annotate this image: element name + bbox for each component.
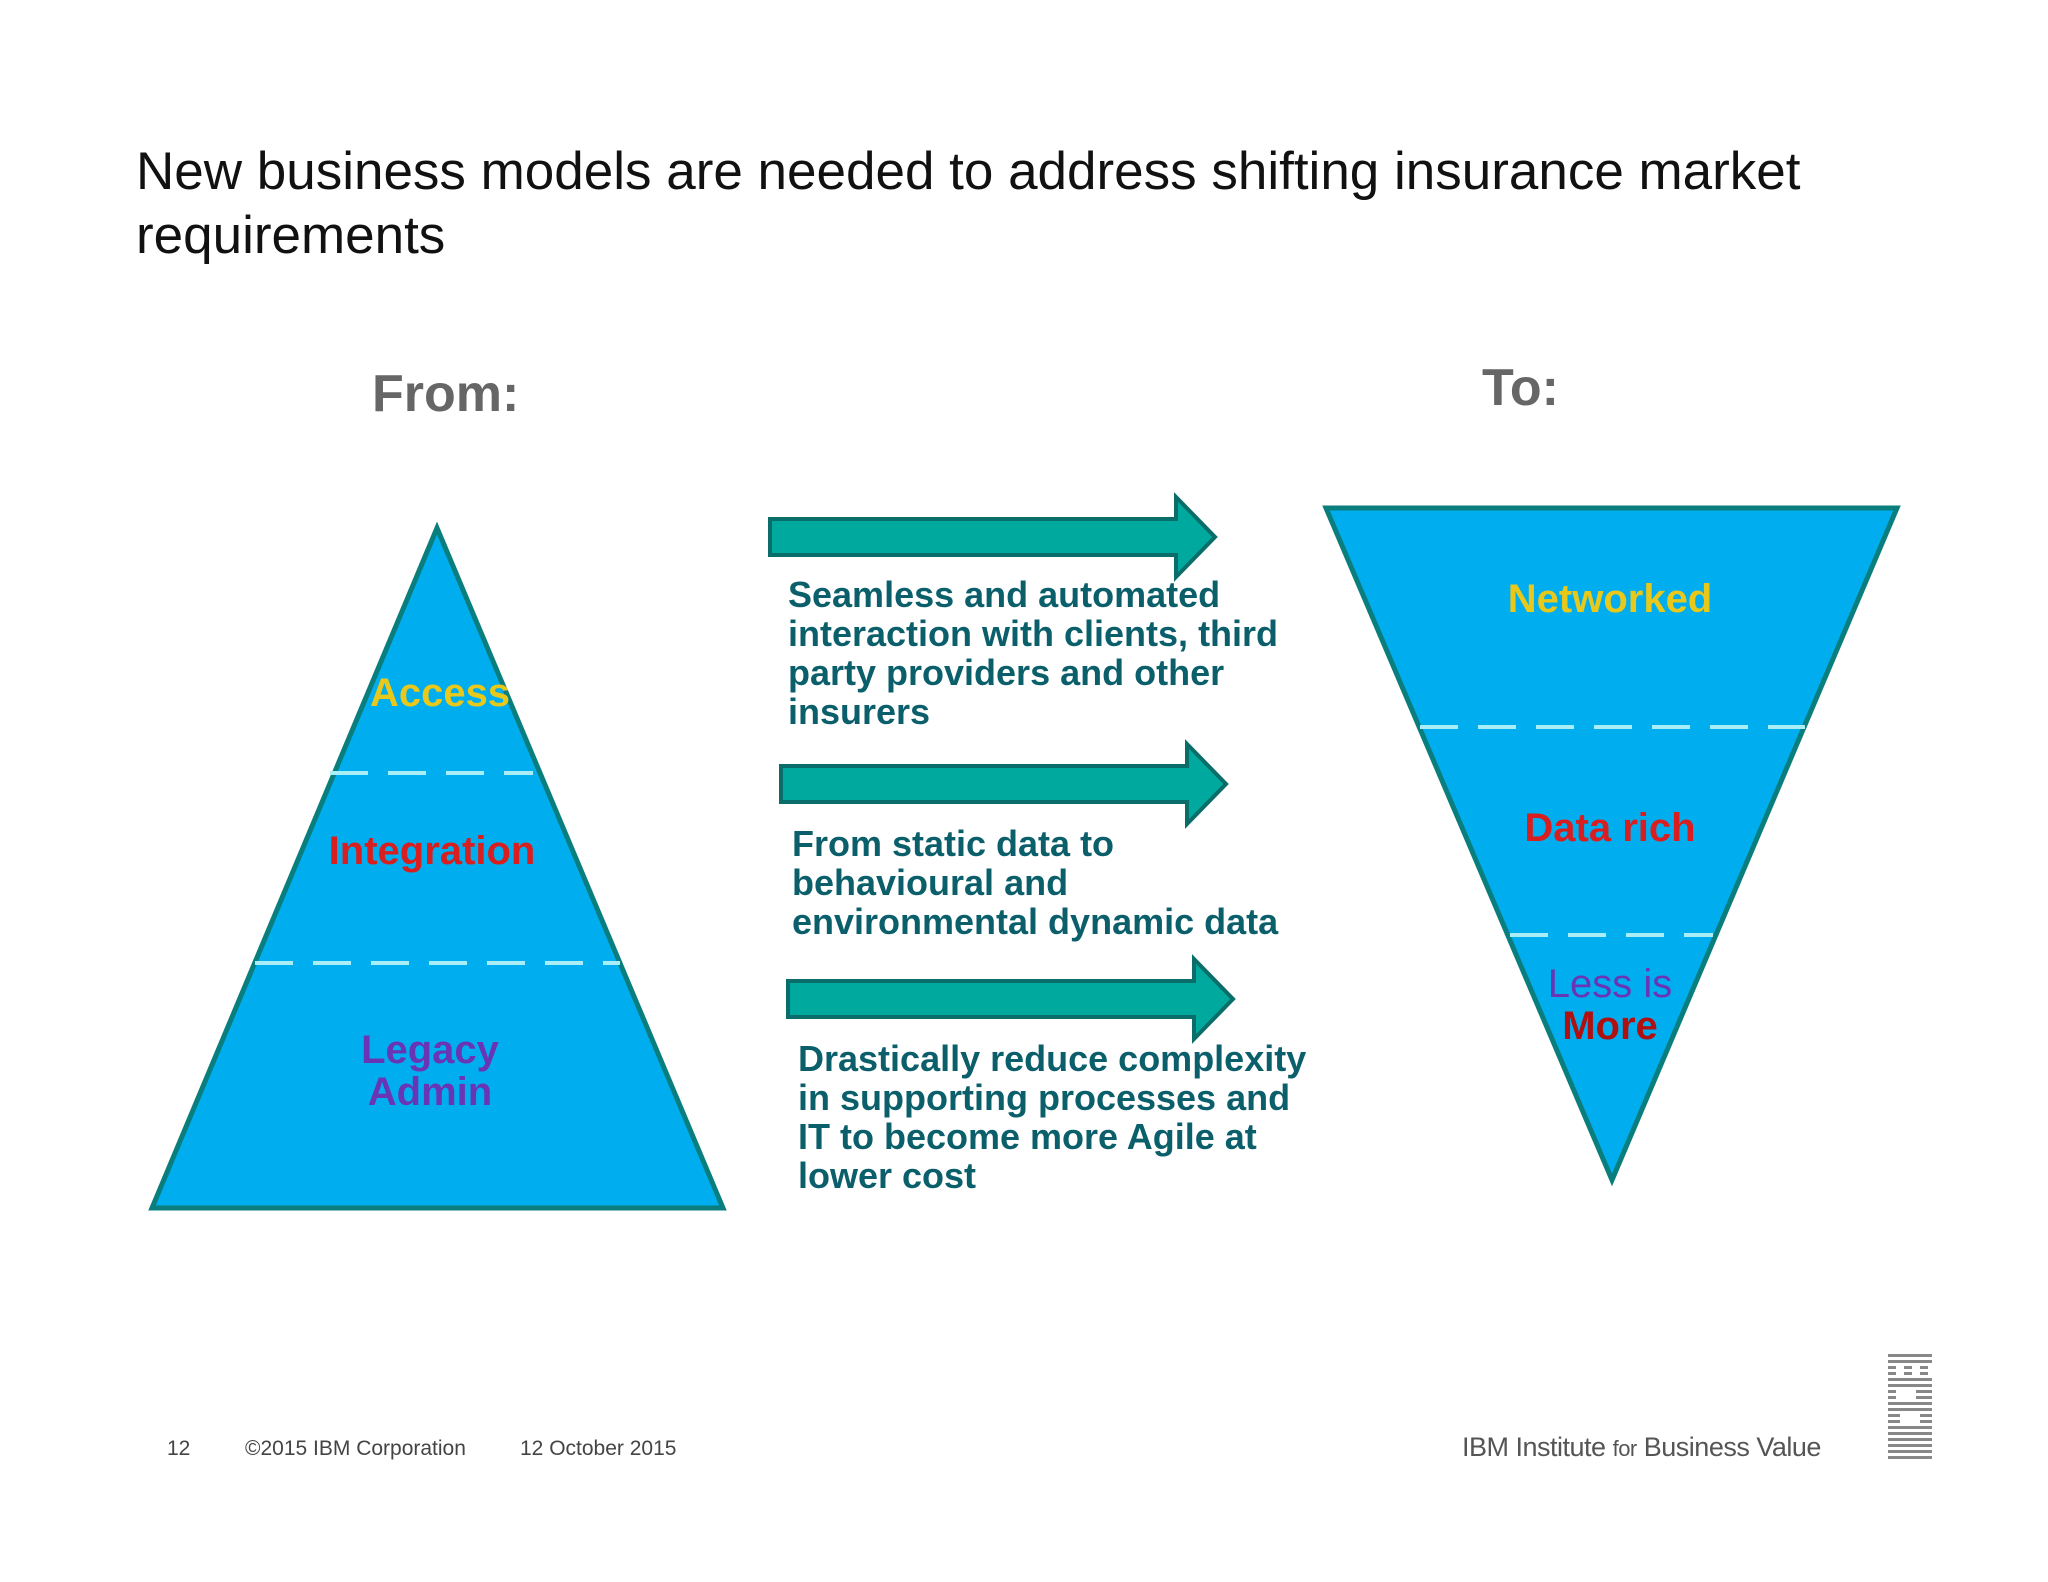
transition-arrow-1	[768, 492, 1218, 582]
description-line: interaction with clients, third	[788, 613, 1279, 654]
pyramid-label-integration: Integration	[282, 830, 582, 872]
footer-date: 12 October 2015	[520, 1437, 677, 1460]
description-line: in supporting processes and	[798, 1077, 1291, 1118]
footer-copyright: ©2015 IBM Corporation	[245, 1437, 466, 1460]
layer-label-line: Less is	[1547, 962, 1673, 1006]
from-heading: From:	[372, 365, 520, 423]
transition-arrow-2	[779, 739, 1229, 829]
brand-for: for	[1612, 1436, 1638, 1461]
description-line: Seamless and automated	[788, 574, 1221, 615]
description-line: IT to become more Agile at	[798, 1116, 1257, 1157]
layer-label-line: Legacy	[361, 1028, 499, 1072]
description-line: environmental dynamic data	[792, 901, 1279, 942]
layer-label-line: More	[1562, 1004, 1658, 1048]
funnel-label-networked: Networked	[1460, 578, 1760, 620]
to-funnel	[1322, 505, 1901, 1187]
transition-arrow-3	[786, 954, 1236, 1044]
from-pyramid	[148, 521, 727, 1211]
brand-prefix: IBM Institute	[1462, 1432, 1606, 1462]
funnel-label-data-rich: Data rich	[1460, 807, 1760, 849]
description-line: lower cost	[798, 1155, 977, 1196]
layer-label-line: Networked	[1507, 577, 1713, 621]
layer-label-line: Admin	[367, 1070, 493, 1114]
slide-title: New business models are needed to addres…	[136, 142, 1801, 265]
description-line: party providers and other	[788, 652, 1225, 693]
layer-label-line: Access	[369, 671, 511, 715]
description-line: behavioural and	[792, 862, 1069, 903]
layer-label-line: Data rich	[1524, 806, 1696, 850]
description-line: insurers	[788, 691, 931, 732]
description-line: From static data to	[792, 823, 1115, 864]
footer-page-number: 12	[167, 1437, 191, 1460]
ibm-logo-icon	[1888, 1354, 1932, 1459]
footer-brand: IBM Institute for Business Value	[1462, 1432, 1821, 1463]
pyramid-label-access: Access	[340, 672, 540, 714]
brand-suffix: Business Value	[1643, 1432, 1822, 1462]
to-heading: To:	[1482, 359, 1559, 417]
layer-label-line: Integration	[328, 829, 536, 873]
description-line: Drastically reduce complexity	[798, 1038, 1307, 1079]
